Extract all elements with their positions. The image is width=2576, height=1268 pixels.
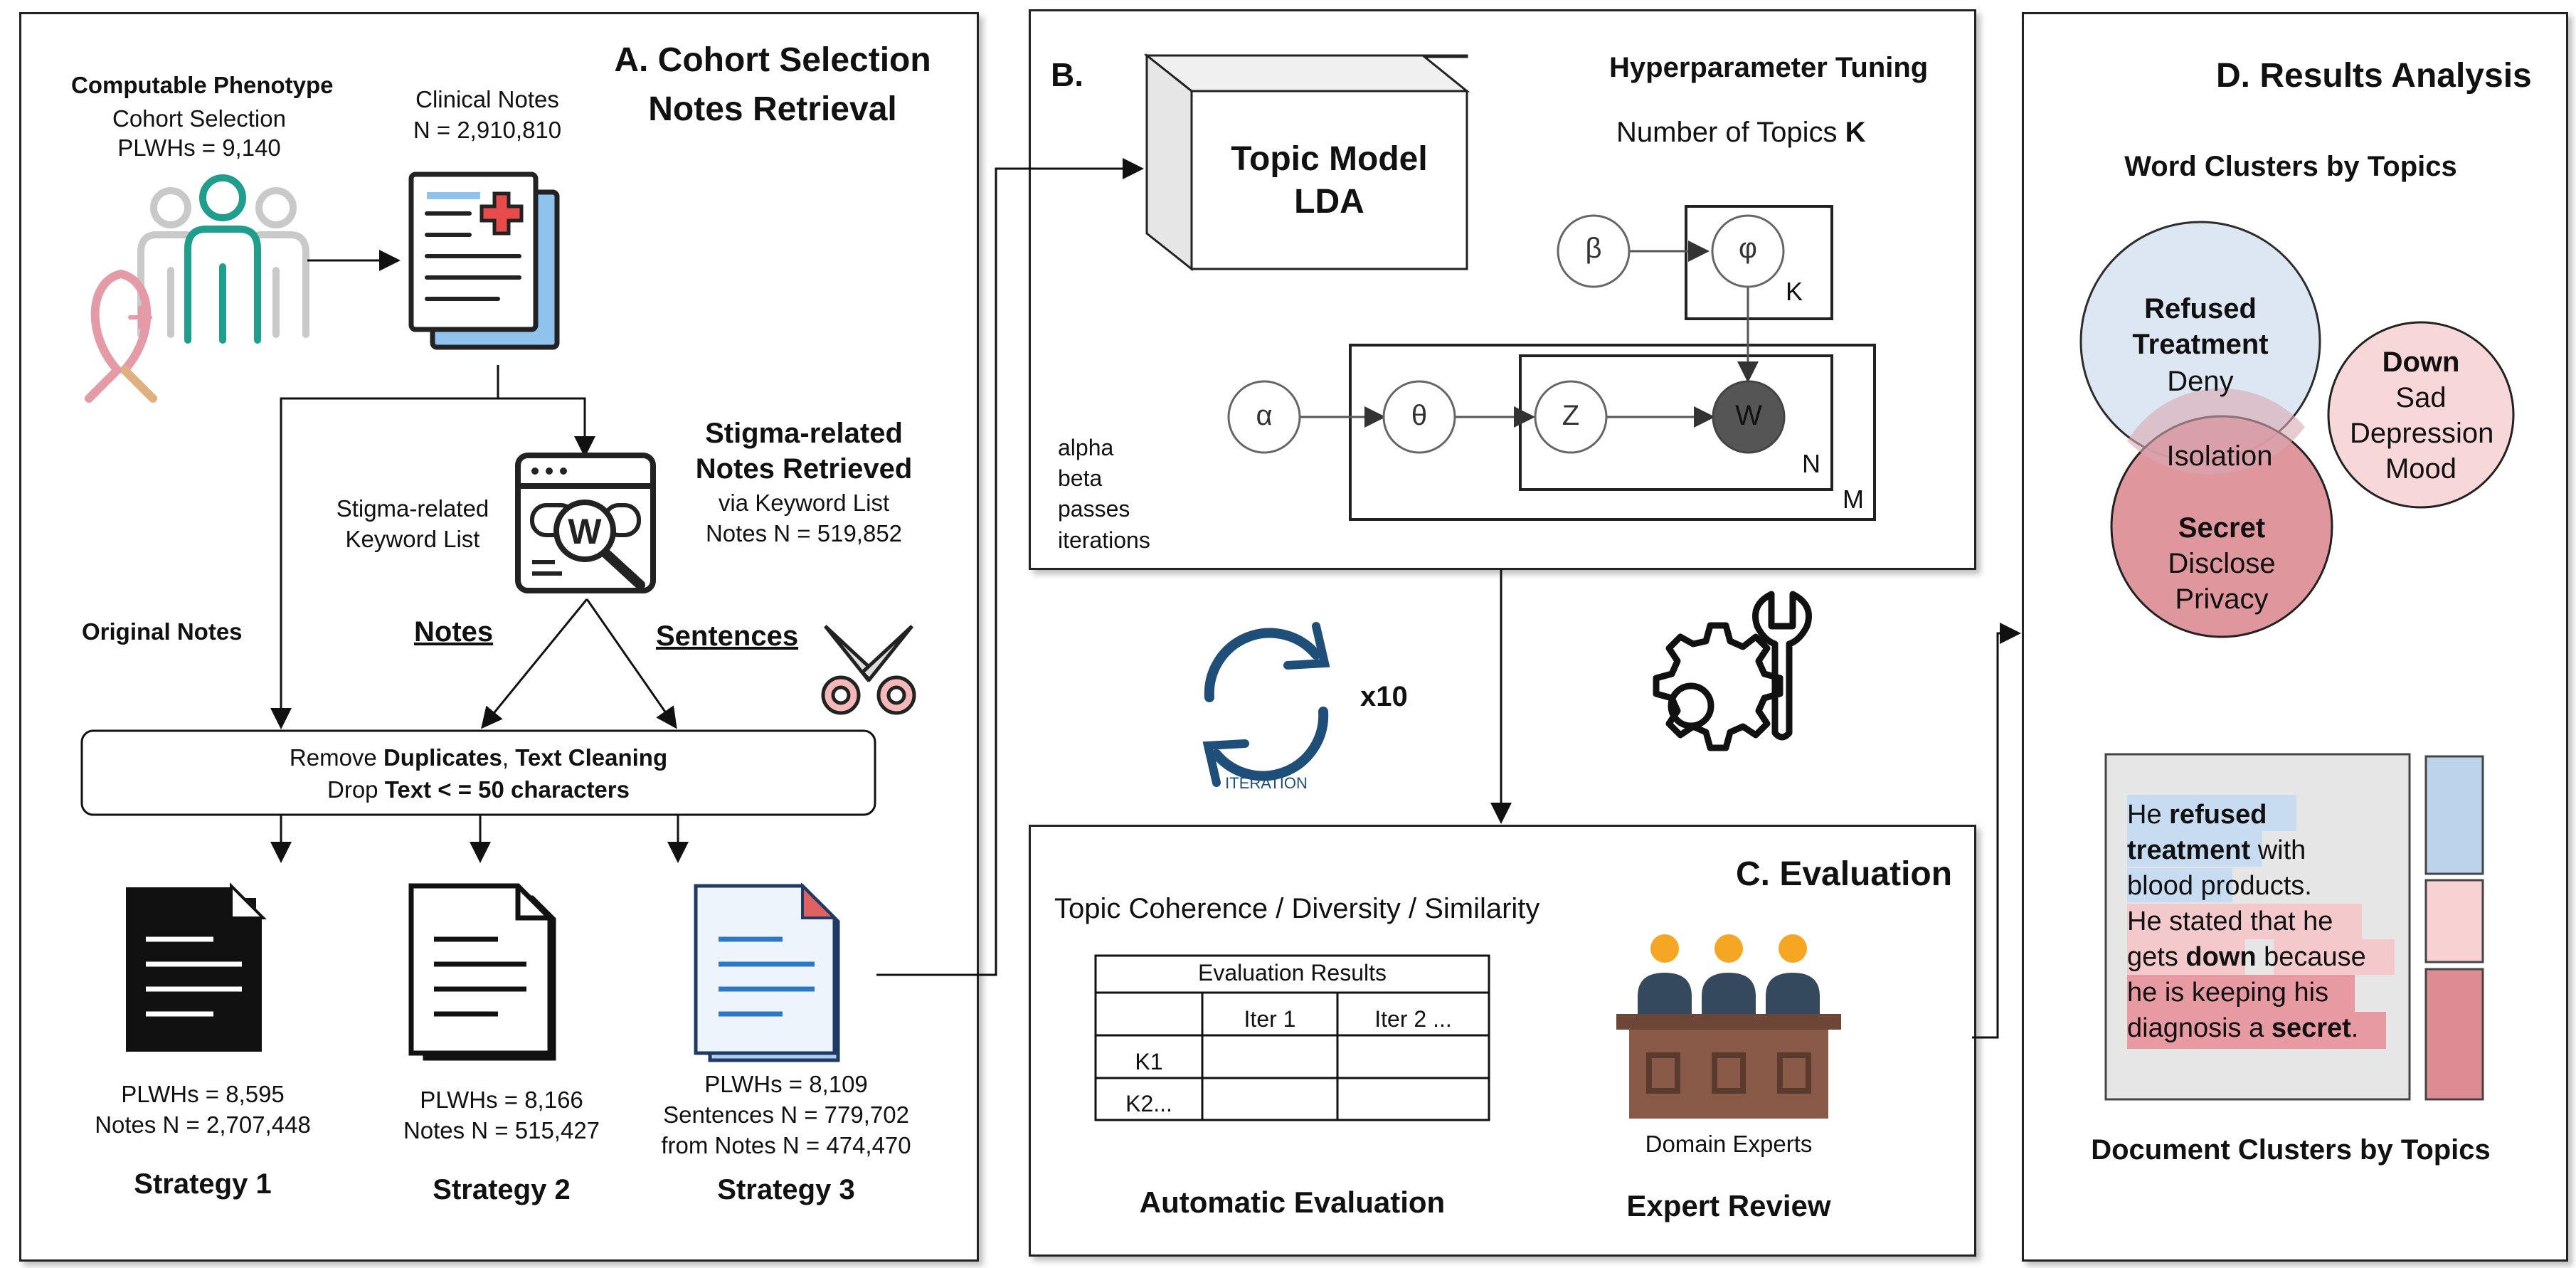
cluster3-word1: Down xyxy=(2382,347,2460,378)
cluster-bar-blue xyxy=(2424,755,2484,875)
people-icon xyxy=(137,174,309,344)
node-beta: β xyxy=(1585,233,1602,264)
plate-k-label: K xyxy=(1786,277,1803,306)
node-z: Z xyxy=(1562,400,1580,431)
panel-a-title-line1: A. Cohort Selection xyxy=(614,41,931,79)
plate-m-label: M xyxy=(1843,485,1864,514)
panel-c-title: C. Evaluation xyxy=(1736,855,1953,893)
strategy-1-name: Strategy 1 xyxy=(134,1168,272,1200)
cluster2-word2: Disclose xyxy=(2168,548,2276,579)
cluster-bar-pink xyxy=(2424,879,2484,963)
sentences-branch-label: Sentences xyxy=(656,620,799,652)
iteration-icon xyxy=(1202,622,1330,787)
svg-text:W: W xyxy=(568,512,602,551)
table-row-k1: K1 xyxy=(1135,1049,1163,1074)
table-row-k2: K2... xyxy=(1125,1091,1172,1116)
table-col-iter2: Iter 2 ... xyxy=(1374,1006,1452,1032)
expert-review-label: Expert Review xyxy=(1626,1189,1831,1222)
word-cluster-circles xyxy=(2079,221,2515,638)
keyword-list-label1: Stigma-related xyxy=(336,495,489,522)
panel-d-title: D. Results Analysis xyxy=(2216,57,2532,95)
node-theta: θ xyxy=(1411,400,1428,431)
hyperparameter-list: alpha beta passes iterations xyxy=(1058,435,1150,553)
plate-n-label: N xyxy=(1802,449,1820,478)
scissors-icon xyxy=(821,625,916,715)
domain-experts-label: Domain Experts xyxy=(1645,1131,1813,1157)
evaluation-metrics: Topic Coherence / Diversity / Similarity xyxy=(1054,893,1540,924)
cleaning-box xyxy=(80,729,876,816)
cluster3-word2: Sad xyxy=(2395,382,2447,413)
iteration-count: x10 xyxy=(1360,681,1408,712)
hyperparameter-tuning-title: Hyperparameter Tuning xyxy=(1609,52,1929,83)
strategy-3-name: Strategy 3 xyxy=(717,1174,855,1205)
stigma-retrieved-title1: Stigma-related xyxy=(705,418,903,449)
panel-b-label: B. xyxy=(1051,56,1083,93)
cluster1-word2: Treatment xyxy=(2132,329,2269,360)
strategy-2-doc-icon xyxy=(408,883,556,1061)
table-title: Evaluation Results xyxy=(1197,960,1387,986)
stigma-retrieved-count: Notes N = 519,852 xyxy=(705,520,903,546)
keyword-list-label2: Keyword List xyxy=(345,526,480,552)
strategy-3-stats: PLWHs = 8,109 Sentences N = 779,702 from… xyxy=(661,1071,911,1158)
stigma-retrieved-title2: Notes Retrieved xyxy=(695,453,913,485)
cluster2-word1: Secret xyxy=(2178,512,2266,544)
topic-model-label1: Topic Model xyxy=(1231,140,1428,178)
topic-model-label2: LDA xyxy=(1294,183,1364,221)
cluster3-word4: Mood xyxy=(2385,453,2457,485)
cluster-overlap-word: Isolation xyxy=(2166,440,2273,472)
cluster1-word3: Deny xyxy=(2167,366,2234,397)
number-of-topics-label: Number of Topics K xyxy=(1616,117,1866,148)
strategy-3-doc-icon xyxy=(694,882,840,1062)
clinical-notes-count: N = 2,910,810 xyxy=(413,117,562,143)
word-clusters-title: Word Clusters by Topics xyxy=(2124,151,2457,182)
cluster2-word3: Privacy xyxy=(2175,583,2269,615)
node-w: W xyxy=(1735,400,1762,431)
strategy-2-stats: PLWHs = 8,166 Notes N = 515,427 xyxy=(403,1087,600,1143)
cluster3-word3: Depression xyxy=(2350,418,2494,449)
topic-model-box xyxy=(1143,53,1470,272)
phenotype-title: Computable Phenotype xyxy=(71,72,334,98)
cluster1-word1: Refused xyxy=(2144,293,2257,324)
cleaning-step-line2: Drop Text < = 50 characters xyxy=(327,776,630,803)
lda-plate-diagram xyxy=(1227,205,1876,521)
panel-a-title-line2: Notes Retrieval xyxy=(648,90,897,128)
document-text: He refused treatment with blood products… xyxy=(2127,800,2366,1043)
domain-experts-icon xyxy=(1616,934,1841,1119)
stigma-retrieved-method: via Keyword List xyxy=(718,490,890,516)
iteration-label: ITERATION xyxy=(1225,774,1308,792)
notes-branch-label: Notes xyxy=(414,616,494,648)
strategy-1-stats: PLWHs = 8,595 Notes N = 2,707,448 xyxy=(95,1081,311,1138)
strategy-1-doc-icon xyxy=(123,882,267,1055)
document-clusters-title: Document Clusters by Topics xyxy=(2091,1134,2491,1166)
clinical-notes-icon xyxy=(408,171,560,350)
phenotype-subtitle: Cohort Selection xyxy=(112,105,286,132)
table-col-iter1: Iter 1 xyxy=(1244,1006,1296,1032)
strategy-2-name: Strategy 2 xyxy=(433,1174,571,1205)
evaluation-table xyxy=(1094,954,1490,1121)
cleaning-step-line1: Remove Duplicates, Text Cleaning xyxy=(289,744,668,771)
automatic-evaluation-label: Automatic Evaluation xyxy=(1139,1185,1446,1219)
ribbon-icon xyxy=(85,269,157,403)
gear-wrench-icon xyxy=(1653,591,1812,751)
clinical-notes-label: Clinical Notes xyxy=(415,86,559,112)
original-notes-label: Original Notes xyxy=(82,618,243,645)
phenotype-plwh-count: PLWHs = 9,140 xyxy=(117,134,281,161)
node-phi: φ xyxy=(1739,233,1757,264)
keyword-search-icon: W xyxy=(515,453,656,593)
cluster-bar-red xyxy=(2424,968,2484,1101)
node-alpha: α xyxy=(1256,400,1273,431)
